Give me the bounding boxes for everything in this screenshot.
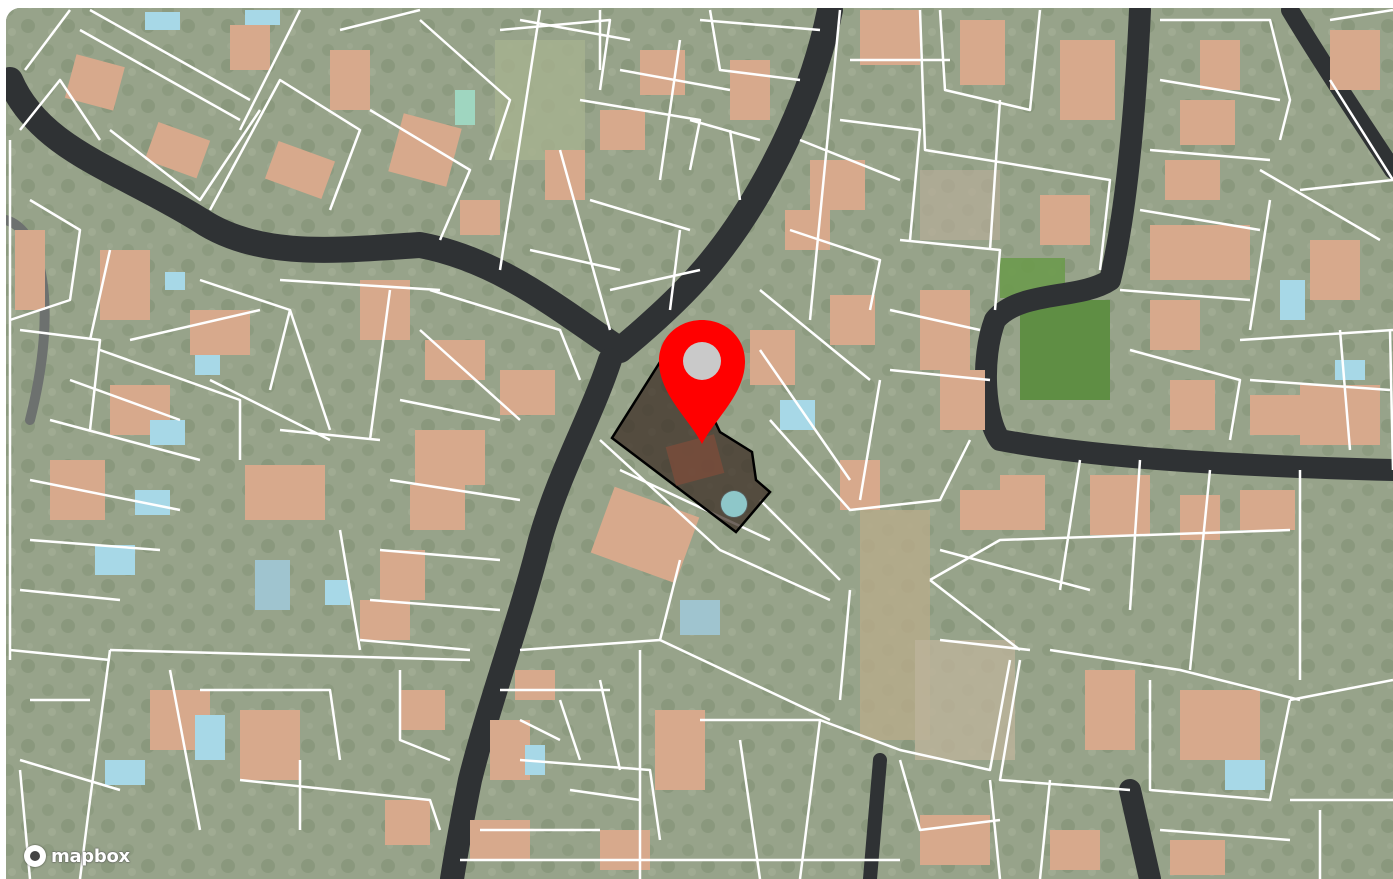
map-canvas[interactable]: [6, 8, 1393, 879]
map-pin-icon[interactable]: [658, 320, 746, 444]
selected-parcel-house: [665, 434, 725, 486]
pools-layer: [95, 10, 1365, 790]
selected-parcel-pool: [721, 491, 747, 517]
mapbox-logo-icon: [24, 845, 46, 867]
mapbox-logo[interactable]: mapbox: [24, 845, 130, 867]
map-container[interactable]: mapbox: [6, 8, 1393, 879]
buildings-layer: [15, 10, 1380, 875]
fields-layer: [495, 40, 1110, 760]
mapbox-wordmark: mapbox: [51, 845, 130, 867]
parcel-lines-layer: [8, 8, 1393, 879]
